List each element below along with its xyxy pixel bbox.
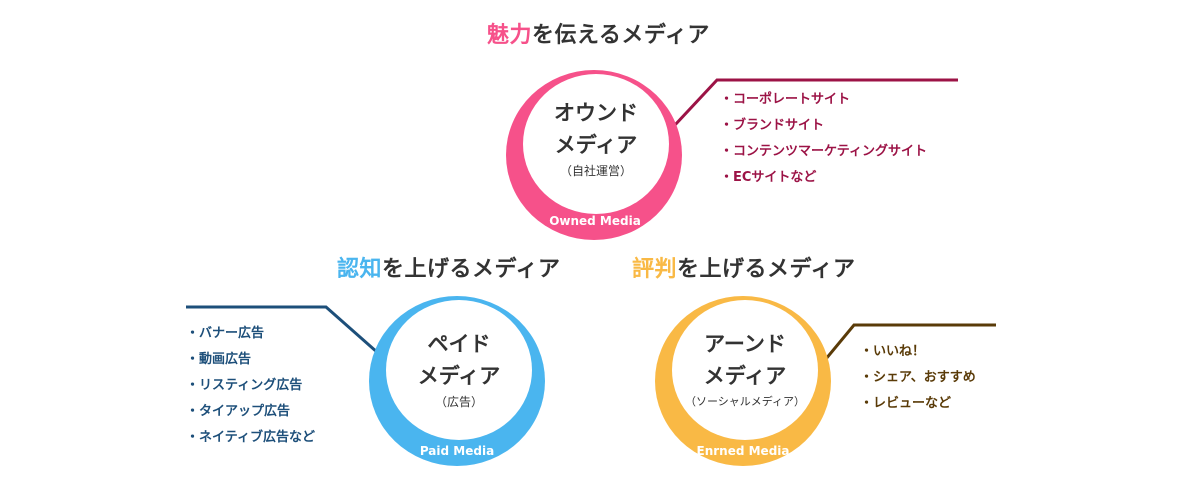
earned-heading-rest: を上げるメディア [677, 257, 856, 282]
owned-examples-list: ・コーポレートサイト ・ブランドサイト ・コンテンツマーケティングサイト ・EC… [720, 87, 927, 191]
list-item: ・いいね！ [860, 344, 926, 359]
earned-heading: 評判を上げるメディア [632, 255, 855, 285]
paid-heading: 認知を上げるメディア [337, 255, 560, 285]
paid-title-line1: ペイド [427, 332, 491, 356]
list-item: ・動画広告 [186, 352, 252, 367]
owned-subtitle: （自社運営） [559, 164, 632, 178]
owned-inner-circle [523, 74, 669, 214]
owned-english-label: Owned Media [549, 214, 641, 228]
list-item: ・ネイティブ広告など [186, 430, 315, 445]
earned-heading-accent: 評判 [632, 257, 678, 282]
earned-english-label: Enrned Media [696, 444, 790, 458]
list-item: ・コンテンツマーケティングサイト [720, 144, 927, 159]
list-item: ・バナー広告 [186, 326, 265, 341]
earned-subtitle: （ソーシャルメディア） [684, 395, 805, 408]
list-item: ・シェア、おすすめ [860, 370, 976, 385]
paid-inner-circle [386, 300, 532, 440]
paid-english-label: Paid Media [419, 444, 495, 458]
list-item: ・ECサイトなど [720, 170, 817, 185]
list-item: ・ブランドサイト [720, 118, 825, 133]
paid-subtitle: （広告） [434, 395, 483, 409]
earned-examples-list: ・いいね！ ・シェア、おすすめ ・レビューなど [860, 339, 976, 417]
owned-heading: 魅力を伝えるメディア [487, 21, 710, 51]
owned-title-line2: メディア [554, 133, 638, 157]
owned-heading-rest: を伝えるメディア [532, 23, 710, 48]
earned-title-line1: アーンド [704, 332, 786, 356]
list-item: ・リスティング広告 [186, 378, 303, 393]
list-item: ・レビューなど [860, 396, 952, 411]
earned-title-line2: メディア [703, 364, 787, 388]
list-item: ・タイアップ広告 [186, 404, 291, 419]
paid-title-line2: メディア [417, 364, 501, 388]
paid-examples-list: ・バナー広告 ・動画広告 ・リスティング広告 ・タイアップ広告 ・ネイティブ広告… [186, 321, 315, 451]
owned-connector-line [658, 78, 958, 143]
owned-title-line1: オウンド [554, 101, 638, 125]
paid-heading-rest: を上げるメディア [382, 257, 561, 282]
list-item: ・コーポレートサイト [720, 92, 851, 107]
paid-heading-accent: 認知 [337, 257, 383, 282]
earned-inner-circle [672, 300, 818, 440]
owned-heading-accent: 魅力 [487, 23, 533, 48]
